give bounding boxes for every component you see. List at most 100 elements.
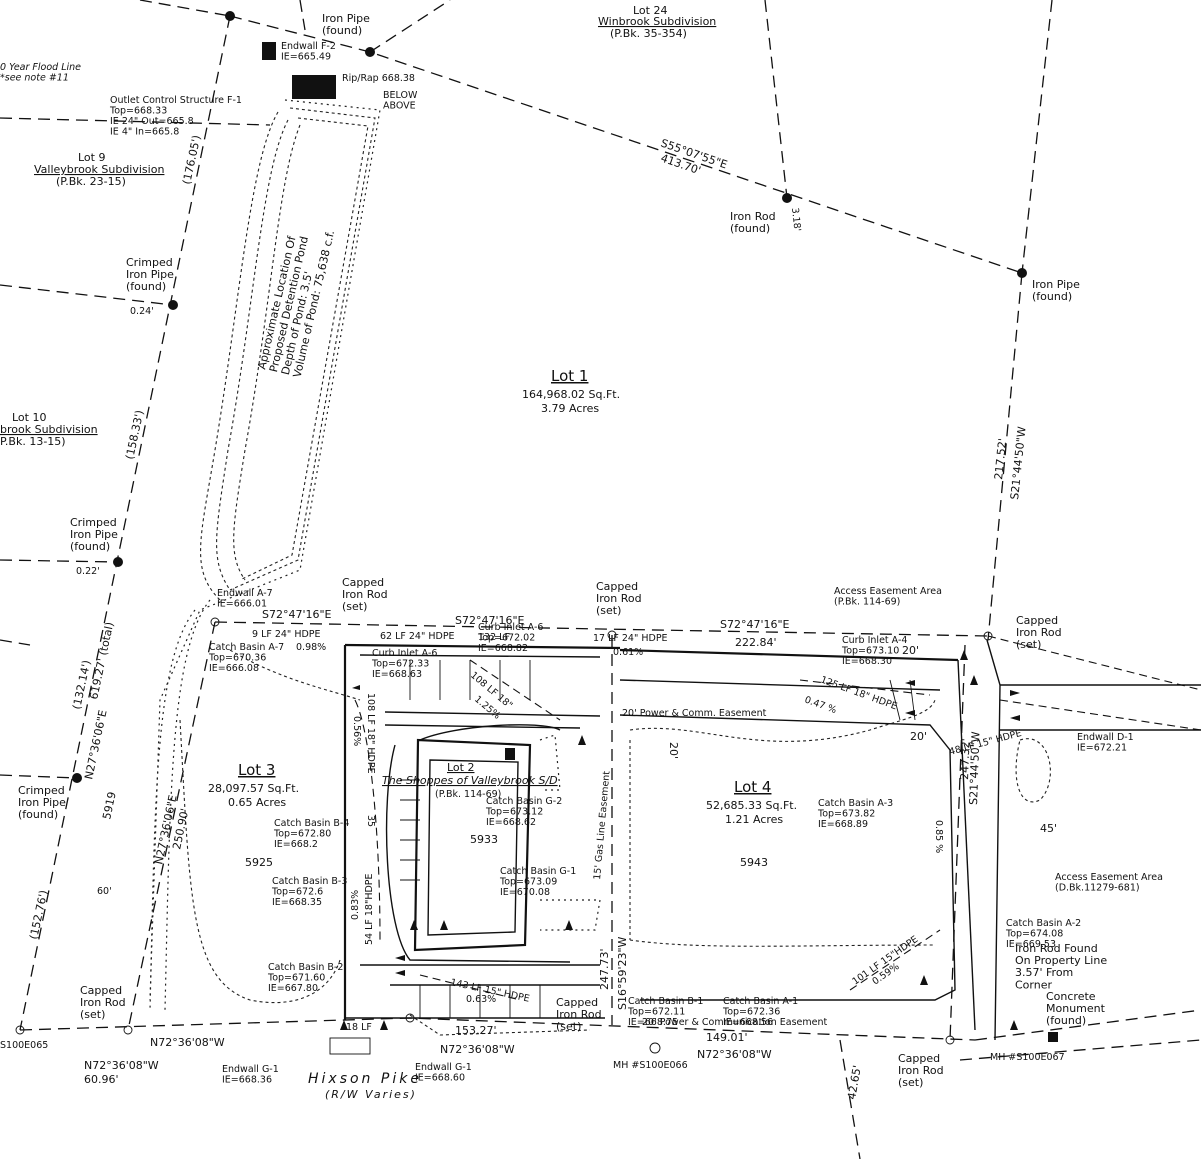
label-power-1: 20' Power & Comm. Easement — [622, 708, 767, 719]
label-cb-b1-line: Top=672.11 — [627, 1007, 685, 1018]
label-ci-a4-line: Curb Inlet A-4 — [842, 635, 907, 646]
label-ci-a4-line: Top=673.10 — [841, 646, 899, 657]
monument-label-capped-5-line: (set) — [556, 1020, 581, 1033]
pipe-label-8: 54 LF 18"HDPE — [364, 873, 375, 945]
monument-label-capped-2-line: Capped — [596, 580, 638, 593]
lot4-west-distance: 247.73' — [598, 948, 611, 990]
lot24-book: (P.Bk. 35-354) — [610, 27, 687, 40]
label-below-above-line: ABOVE — [383, 101, 416, 112]
dist-45: 45' — [1040, 822, 1057, 835]
pipe-slope-1: 0.98% — [296, 642, 326, 653]
lot2-title: Lot 2 — [447, 761, 474, 774]
label-below-above-line: BELOW — [383, 90, 418, 101]
south-bearing-c: N72°36'08"W — [697, 1048, 772, 1061]
endwall-g1-icon — [329, 1037, 371, 1055]
monument-label-crimped-2-line: (found) — [70, 540, 110, 553]
label-flood-line: 0 Year Flood Line — [0, 62, 81, 73]
label-access-1-line: (P.Bk. 114-69) — [834, 597, 900, 608]
label-endwall-f2-line: Endwall F-2 — [281, 41, 336, 52]
label-cb-b2-line: Catch Basin B-2 — [268, 962, 343, 973]
monument-iron-pipe-top — [225, 11, 235, 21]
address-5943: 5943 — [740, 856, 768, 869]
label-cb-b2-line: IE=667.80 — [268, 983, 318, 994]
lot1-title: Lot 1 — [551, 367, 588, 385]
label-endwall-g1b-line: Endwall G-1 — [415, 1062, 472, 1073]
lot9-subdivision: Valleybrook Subdivision — [34, 163, 164, 176]
monument-label-iron-rod-line: (found) — [730, 222, 770, 235]
label-flood-line: *see note #11 — [0, 73, 69, 84]
label-ci-a4-line: IE=668.30 — [842, 656, 892, 667]
label-cb-g2-line: IE=668.62 — [486, 817, 536, 828]
lot2-book: (P.Bk. 114-69) — [435, 789, 501, 800]
lot24-subdivision: Winbrook Subdivision — [598, 15, 716, 28]
label-cb-b2-line: Top=671.60 — [267, 973, 325, 984]
monument-label-capped-4-line: (set) — [80, 1008, 105, 1021]
south-distance-b: 153.27' — [455, 1024, 497, 1037]
label-cb-b4-line: Catch Basin B-4 — [274, 818, 349, 829]
east-distance: 217.52' — [992, 438, 1009, 481]
label-ci-a6-line: Top=672.02 — [477, 633, 535, 644]
south-distance-c: 149.01' — [706, 1031, 748, 1044]
south-bearing-a: N72°36'08"W — [150, 1036, 225, 1049]
monument-label-crimped-2-line: Iron Pipe — [70, 528, 118, 541]
labels: Lot 1 164,968.02 Sq.Ft. 3.79 Acres Lot 3… — [0, 4, 1163, 1101]
label-gas: 15' Gas Line Easement — [592, 770, 612, 880]
label-cb-b4-line: Top=672.80 — [273, 829, 331, 840]
monument-left — [15, 1025, 25, 1035]
label-cb-b1-line: IE=668.75 — [628, 1017, 678, 1028]
concrete-monument-icon — [1048, 1032, 1058, 1042]
label-cb-b3-line: Catch Basin B-3 — [272, 876, 347, 887]
monument-capped-3 — [983, 631, 993, 641]
monument-label-iron-pipe-right-line: Iron Pipe — [1032, 278, 1080, 291]
dist-20b: 20' — [910, 730, 927, 743]
monument-iron-pipe-right — [1017, 268, 1027, 278]
west-seg4: (152.76') — [27, 889, 50, 941]
west-total: 619.27' (total) — [87, 621, 116, 701]
label-cb-g1-line: Top=673.09 — [499, 877, 557, 888]
label-cb-b4-line: IE=668.2 — [274, 839, 318, 850]
pipe-slope-8: 0.83% — [350, 890, 361, 920]
label-ci-a5-line: IE=668.63 — [372, 669, 422, 680]
label-cb-a2-line: IE=669.53 — [1006, 939, 1056, 950]
monument-label-crimped-2-line: Crimped — [70, 516, 117, 529]
pipe-label-2: 62 LF 24" HDPE — [380, 631, 455, 642]
label-cb-a2-line: Catch Basin A-2 — [1006, 918, 1081, 929]
lot1-acres: 3.79 Acres — [541, 402, 599, 415]
detention-pond — [149, 99, 591, 1036]
monument-capped-5 — [405, 1013, 415, 1023]
label-cb-a1-line: Catch Basin A-1 — [723, 996, 798, 1007]
monument-label-capped-1-line: Capped — [342, 576, 384, 589]
label-cb-g1-line: Catch Basin G-1 — [500, 866, 576, 877]
address-5919: 5919 — [100, 791, 119, 821]
label-mh3: S100E065 — [0, 1040, 48, 1051]
label-mh1: MH #S100E066 — [613, 1060, 688, 1071]
pipe-slope-9: 0.63% — [466, 994, 496, 1005]
pipe-label-13: 18 LF — [346, 1022, 372, 1033]
lot9-title: Lot 9 — [78, 151, 105, 164]
label-cb-a7-line: Catch Basin A-7 — [209, 642, 284, 653]
monument-label-concrete-line: (found) — [1046, 1014, 1086, 1027]
pipe-slope-4: 0.61% — [613, 647, 643, 658]
label-endwall-d1-line: IE=672.21 — [1077, 743, 1127, 754]
monument-label-iron-rod-property-line: Iron Rod Found — [1015, 942, 1098, 955]
monument-capped-1 — [210, 617, 220, 627]
label-ci-a6-line: Curb Inlet A-6 — [478, 622, 543, 633]
label-mh2: MH #S100E067 — [990, 1052, 1065, 1063]
monument-label-capped-1-line: (set) — [342, 600, 367, 613]
dist-60: 60' — [97, 886, 112, 897]
label-cb-a3-line: IE=668.89 — [818, 819, 868, 830]
label-cb-g2-line: Top=673.12 — [485, 807, 543, 818]
label-riprap: Rip/Rap 668.38 — [342, 73, 415, 84]
lot3-acres: 0.65 Acres — [228, 796, 286, 809]
road-name: Hixson Pike — [308, 1071, 422, 1087]
